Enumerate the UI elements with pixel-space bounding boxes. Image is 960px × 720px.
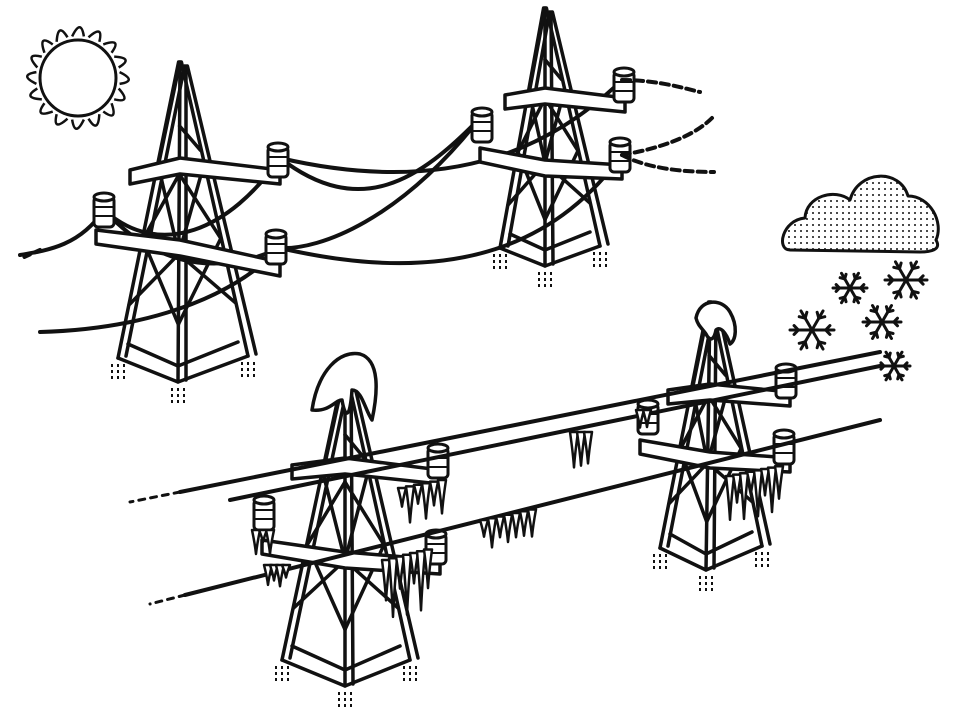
ice-cap xyxy=(694,300,737,346)
icicle xyxy=(478,518,490,538)
icicle xyxy=(412,483,424,505)
sun-ray xyxy=(87,114,101,127)
summer-tower-left xyxy=(92,60,290,404)
sun-ray xyxy=(29,87,42,101)
icicle xyxy=(641,408,653,429)
sun-ray xyxy=(119,71,131,86)
icicle xyxy=(724,474,736,522)
insulator xyxy=(772,428,796,466)
sun-ray xyxy=(25,70,37,85)
icicle xyxy=(526,508,538,538)
sun-ray xyxy=(113,87,126,102)
icicle xyxy=(436,478,448,515)
icicle xyxy=(766,466,778,514)
icicle xyxy=(518,509,530,537)
icicle xyxy=(752,469,764,518)
icicle xyxy=(250,528,262,556)
icicle xyxy=(422,548,434,590)
snowflakes xyxy=(788,260,929,382)
summer-tower-right xyxy=(470,6,636,288)
sun-ray xyxy=(55,29,69,42)
icicle xyxy=(510,511,522,539)
sun-icon xyxy=(25,25,131,131)
icicle xyxy=(502,513,514,544)
cloud-icon xyxy=(781,174,940,254)
icicle xyxy=(582,430,594,465)
icicle xyxy=(486,516,498,549)
insulator xyxy=(426,442,450,480)
snowflake-icon xyxy=(788,309,836,351)
icicles xyxy=(250,408,785,619)
sun-ray xyxy=(102,102,115,117)
winter-tower-left xyxy=(252,351,450,708)
icicle xyxy=(494,515,506,539)
icicle xyxy=(401,553,413,616)
insulator xyxy=(92,191,116,229)
snowflake-icon xyxy=(883,260,929,300)
winter-tower-right xyxy=(636,300,798,592)
icicle xyxy=(264,528,276,555)
icicle xyxy=(738,471,750,521)
insulator xyxy=(252,494,276,532)
sun-ray xyxy=(71,25,86,37)
sun-ray xyxy=(70,119,85,131)
icicle xyxy=(773,464,785,500)
sun-ray xyxy=(30,54,43,69)
sun-ray xyxy=(87,30,102,43)
insulator xyxy=(264,228,288,266)
ice-cap xyxy=(310,351,378,422)
summer-wire-ends xyxy=(20,78,716,260)
snowflake-icon xyxy=(861,304,903,340)
snowflake-icon xyxy=(831,271,869,305)
winter-power-lines xyxy=(128,350,882,606)
sun-ray xyxy=(41,39,54,54)
icicle xyxy=(415,550,427,612)
sun-ray xyxy=(102,41,117,54)
sun-ray xyxy=(39,102,54,115)
icicle xyxy=(428,480,440,507)
icicle xyxy=(404,485,416,524)
insulator xyxy=(612,66,636,104)
icicle xyxy=(396,486,408,508)
snowflake-icon xyxy=(876,350,912,382)
insulator xyxy=(470,106,494,144)
sun-ray xyxy=(54,113,69,126)
sun-ray xyxy=(114,55,127,69)
icicle xyxy=(420,481,432,520)
icicle xyxy=(280,563,292,579)
insulator xyxy=(266,141,290,179)
icicle xyxy=(387,557,399,619)
